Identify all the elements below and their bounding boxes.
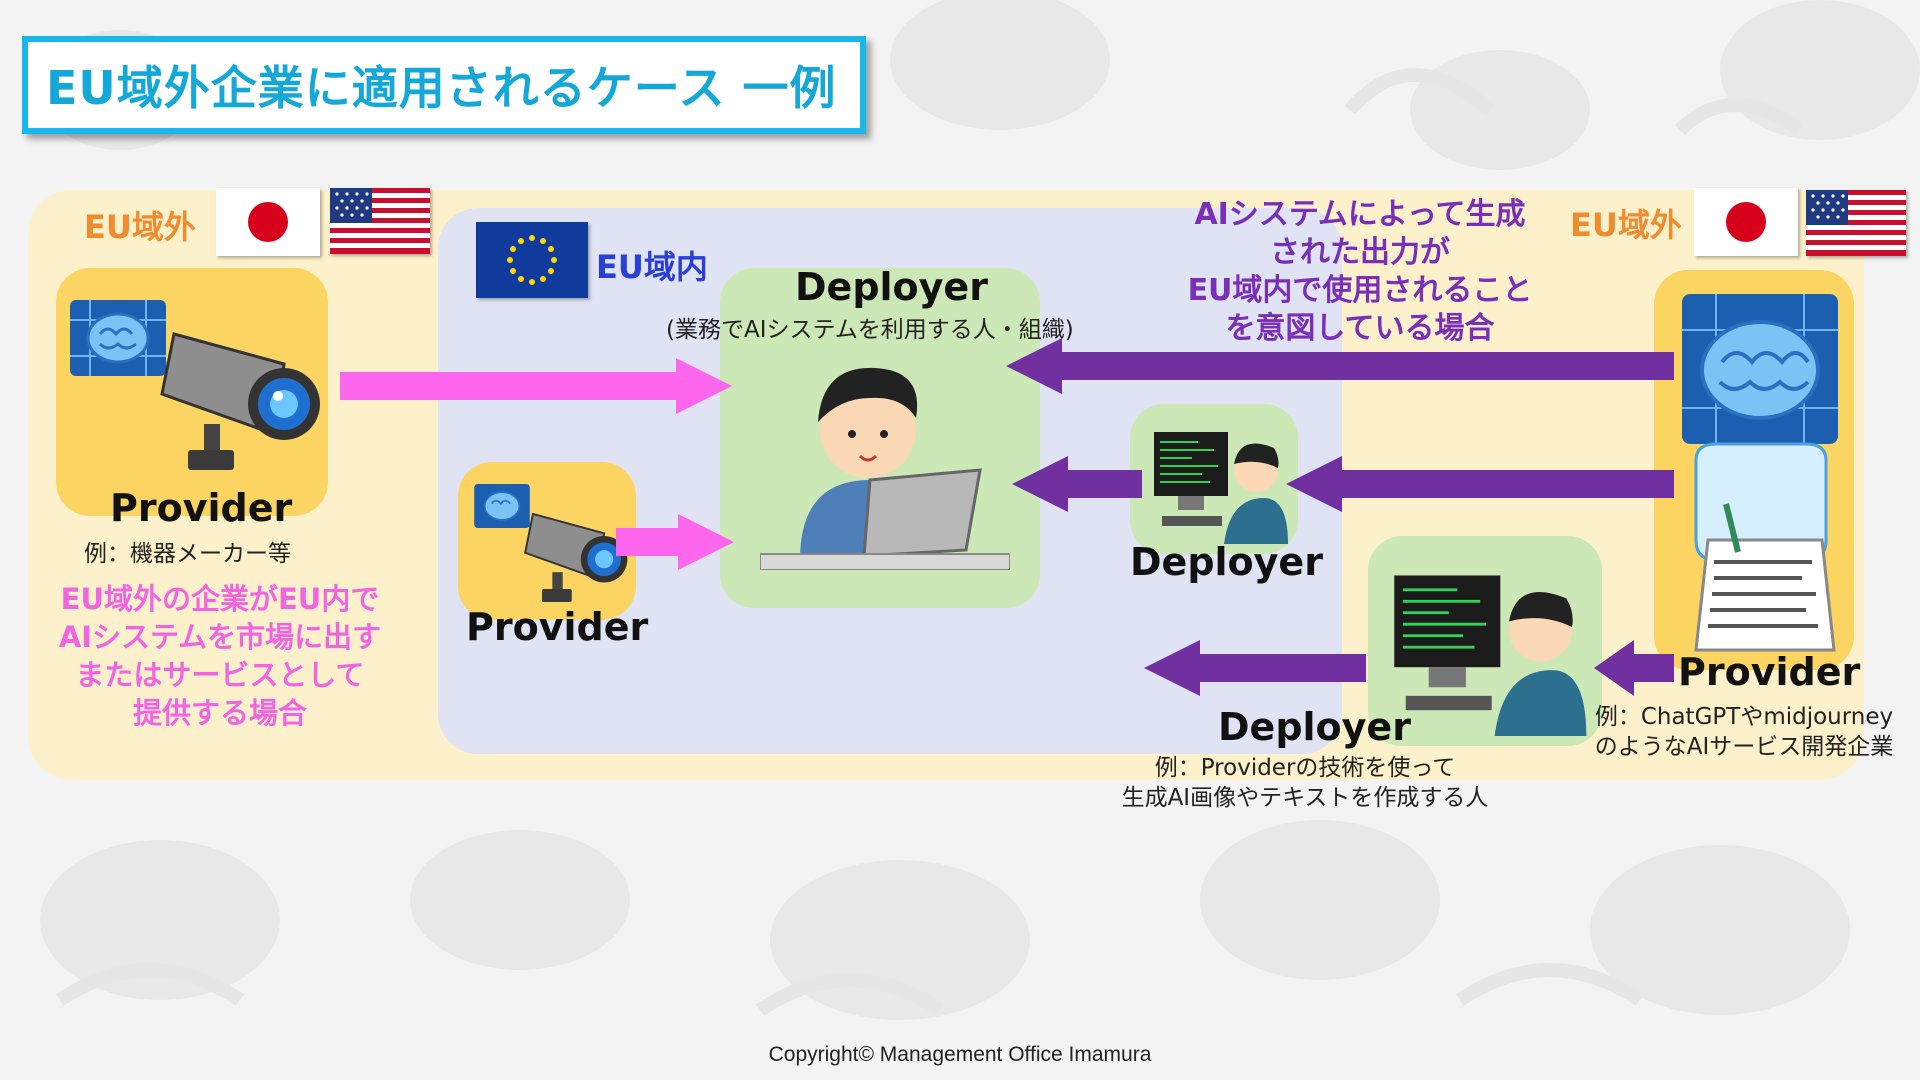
right-provider-role: Provider bbox=[1678, 650, 1861, 694]
left-provider-example: 例：機器メーカー等 bbox=[84, 541, 291, 567]
caption-line: AIシステムを市場に出す bbox=[58, 620, 382, 654]
copyright: Copyright© Management Office Imamura bbox=[768, 1043, 1152, 1066]
usa-flag-icon bbox=[1806, 190, 1906, 256]
purple-arrow bbox=[1006, 338, 1674, 394]
usa-flag-icon bbox=[330, 188, 430, 254]
right-provider-card bbox=[1654, 270, 1854, 670]
right-provider-example-2: のようなAIサービス開発企業 bbox=[1594, 734, 1894, 760]
mid-deployer-role: Deployer bbox=[1130, 540, 1323, 584]
right-deployer-example-2: 生成AI画像やテキストを作成する人 bbox=[1121, 785, 1489, 811]
programmer-monitor-icon bbox=[1154, 432, 1288, 544]
eu-provider-card bbox=[458, 462, 636, 620]
purple-arrow bbox=[1286, 456, 1674, 512]
center-deployer-card bbox=[720, 268, 1040, 608]
caption-line: AIシステムによって生成 bbox=[1194, 197, 1526, 232]
caption-line: またはサービスとして bbox=[75, 658, 365, 692]
eu-inside-label: EU域内 bbox=[596, 248, 708, 286]
right-provider-example-1: 例：ChatGPTやmidjourney bbox=[1594, 704, 1894, 730]
caption-line: を意図している場合 bbox=[1225, 311, 1495, 346]
eu-outside-label-left: EU域外 bbox=[84, 208, 196, 246]
ai-robot-writing-icon bbox=[1682, 294, 1838, 652]
caption-line: された出力が bbox=[1270, 235, 1450, 270]
eu-provider-role: Provider bbox=[466, 605, 649, 649]
ai-brain-chip-icon bbox=[70, 300, 166, 376]
title-box: EU域外企業に適用されるケース 一例 bbox=[22, 36, 866, 134]
purple-arrow bbox=[1012, 456, 1142, 512]
page-title: EU域外企業に適用されるケース 一例 bbox=[46, 61, 837, 115]
ai-brain-chip-icon bbox=[474, 484, 530, 528]
pink-arrow bbox=[616, 514, 734, 570]
eu-outside-label-right: EU域外 bbox=[1570, 206, 1682, 244]
purple-arrow bbox=[1144, 640, 1366, 696]
caption-line: EU域内で使用されること bbox=[1187, 273, 1533, 308]
office-worker-laptop-icon bbox=[760, 367, 1010, 570]
left-provider-card bbox=[56, 268, 328, 516]
center-deployer-role: Deployer bbox=[795, 265, 988, 309]
purple-caption: AIシステムによって生成 された出力が EU域内で使用されること を意図している… bbox=[1150, 196, 1570, 348]
japan-flag-icon bbox=[1694, 188, 1798, 256]
left-provider-caption: EU域外の企業がEU内で AIシステムを市場に出す またはサービスとして 提供す… bbox=[28, 580, 412, 732]
caption-line: 提供する場合 bbox=[132, 696, 307, 730]
security-camera-icon bbox=[524, 512, 628, 602]
caption-line: EU域外の企業がEU内で bbox=[60, 582, 380, 616]
programmer-monitor-icon bbox=[1394, 575, 1587, 736]
center-deployer-note: (業務でAIシステムを利用する人・組織) bbox=[666, 317, 1074, 343]
right-deployer-card bbox=[1368, 536, 1602, 746]
purple-arrow bbox=[1594, 640, 1674, 696]
mid-deployer-card bbox=[1130, 404, 1298, 554]
eu-flag-icon bbox=[476, 222, 588, 298]
security-camera-icon bbox=[160, 332, 320, 470]
right-deployer-role: Deployer bbox=[1218, 705, 1411, 749]
japan-flag-icon bbox=[216, 188, 320, 256]
pink-arrow bbox=[340, 358, 732, 414]
right-deployer-example-1: 例：Providerの技術を使って bbox=[1154, 755, 1456, 781]
left-provider-role: Provider bbox=[110, 486, 293, 530]
